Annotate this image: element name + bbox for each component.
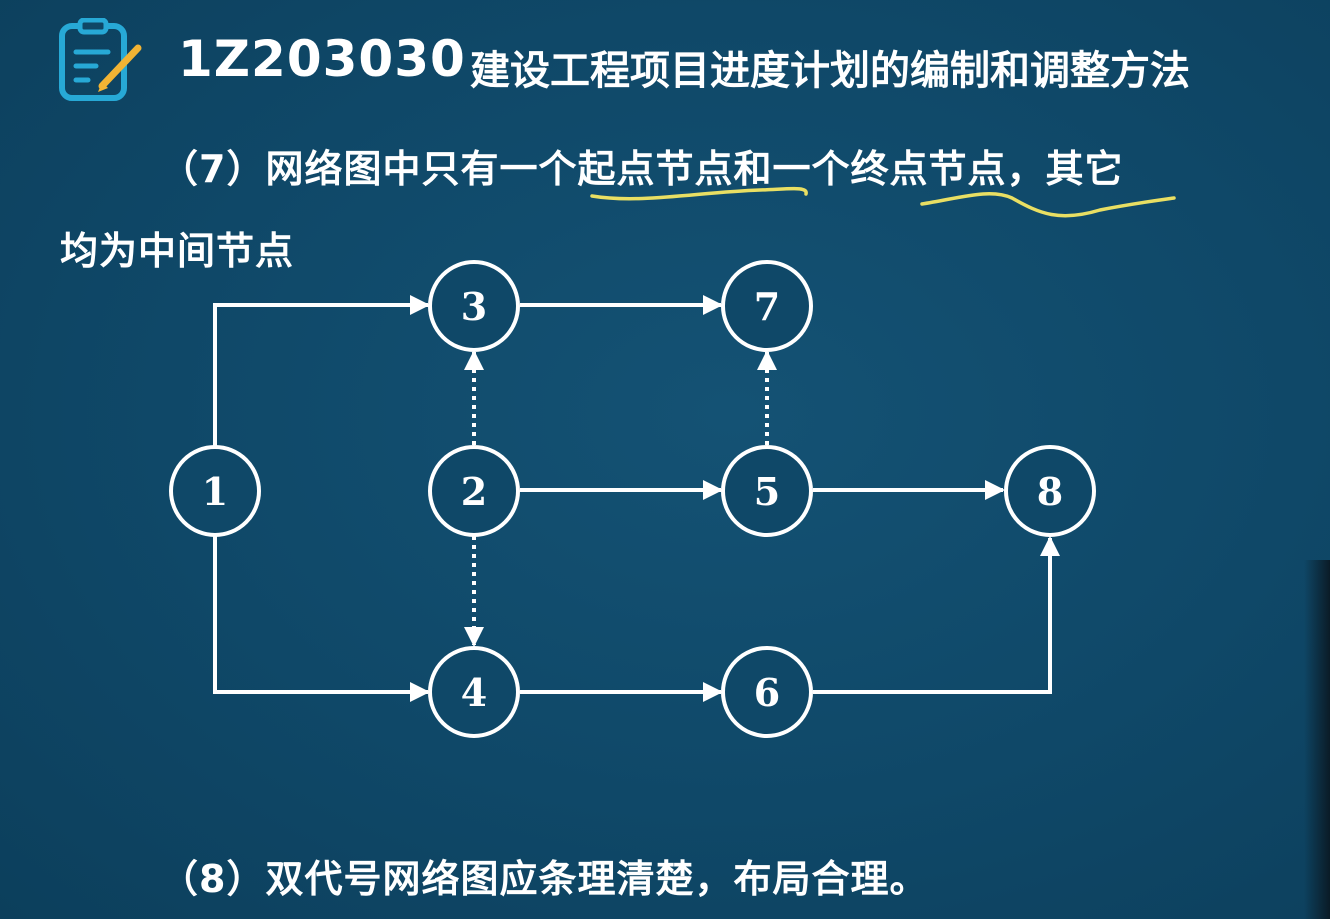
node-1: 1 <box>169 445 261 537</box>
node-7-label: 7 <box>754 284 780 329</box>
node-2: 2 <box>428 445 520 537</box>
node-7: 7 <box>721 260 813 352</box>
page-title: 建设工程项目进度计划的编制和调整方法 <box>470 48 1190 94</box>
node-5-label: 5 <box>754 469 780 514</box>
arrow-1-4 <box>213 536 430 702</box>
point-7-text: （7）网络图中只有一个起点节点和一个终点节点，其它 <box>160 147 1124 191</box>
arrow-1-3 <box>213 295 430 446</box>
node-3-label: 3 <box>461 284 487 329</box>
arrow-6-8 <box>813 536 1060 694</box>
node-3: 3 <box>428 260 520 352</box>
point-8-text: （8）双代号网络图应条理清楚，布局合理。 <box>160 857 929 901</box>
point-7-text-continued: 均为中间节点 <box>60 229 295 273</box>
course-code: 1Z203030 <box>178 30 466 88</box>
node-6: 6 <box>721 646 813 738</box>
underline-end-node <box>920 192 1176 218</box>
node-2-label: 2 <box>461 469 487 514</box>
underline-start-node <box>590 186 808 201</box>
node-8-label: 8 <box>1037 469 1063 514</box>
presenter-shadow <box>1304 560 1330 919</box>
node-6-label: 6 <box>754 670 780 715</box>
node-5: 5 <box>721 445 813 537</box>
node-8: 8 <box>1004 445 1096 537</box>
node-4: 4 <box>428 646 520 738</box>
node-4-label: 4 <box>461 670 487 715</box>
clipboard-pencil-icon <box>59 18 142 101</box>
node-1-label: 1 <box>202 469 228 514</box>
